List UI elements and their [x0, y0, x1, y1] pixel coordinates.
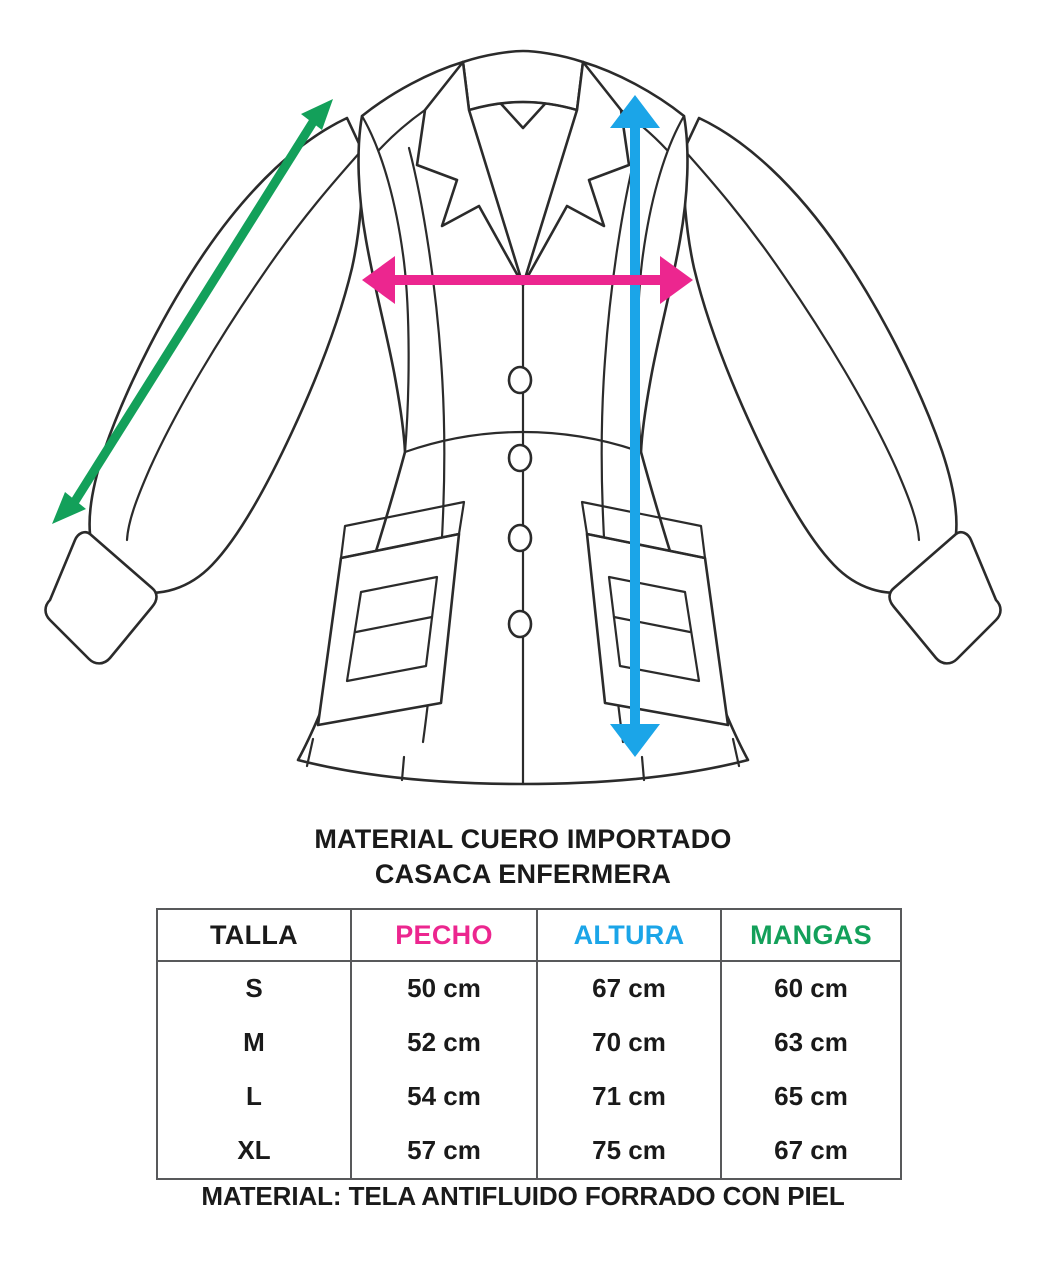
button-group: [507, 365, 533, 639]
cell-mangas: 63 cm: [720, 1015, 902, 1069]
heading-line-1: MATERIAL CUERO IMPORTADO: [314, 824, 732, 854]
size-table-container: TALLA PECHO ALTURA MANGAS S 50 cm 67 cm …: [156, 908, 902, 1180]
table-row: S 50 cm 67 cm 60 cm: [156, 961, 902, 1015]
button-2: [507, 443, 533, 473]
table-row: XL 57 cm 75 cm 67 cm: [156, 1123, 902, 1180]
size-table: TALLA PECHO ALTURA MANGAS S 50 cm 67 cm …: [156, 908, 902, 1180]
column-header-pecho: PECHO: [350, 908, 538, 962]
heading-line-2: CASACA ENFERMERA: [374, 858, 672, 889]
cell-pecho: 54 cm: [350, 1069, 538, 1123]
collar: [461, 49, 585, 112]
cell-mangas: 65 cm: [720, 1069, 902, 1123]
cell-pecho: 52 cm: [350, 1015, 538, 1069]
cell-mangas: 67 cm: [720, 1123, 902, 1180]
button-4: [507, 609, 533, 639]
cell-talla: XL: [156, 1123, 352, 1180]
material-note-text: MATERIAL: TELA ANTIFLUIDO FORRADO CON PI…: [201, 1181, 845, 1211]
cell-altura: 71 cm: [536, 1069, 722, 1123]
cell-talla: S: [156, 961, 352, 1015]
chest-measure-arrow: [362, 256, 693, 304]
cell-talla: L: [156, 1069, 352, 1123]
garment-sketch-svg: .ln { fill:none; stroke:#2b2b2b; stroke-…: [44, 49, 1002, 786]
cell-mangas: 60 cm: [720, 961, 902, 1015]
notched-lapel-left: [377, 60, 525, 287]
table-row: M 52 cm 70 cm 63 cm: [156, 1015, 902, 1069]
peplum-hem: [305, 737, 741, 782]
sleeve-right: [682, 116, 958, 594]
size-table-body: S 50 cm 67 cm 60 cm M 52 cm 70 cm 63 cm …: [156, 961, 902, 1180]
column-header-altura: ALTURA: [536, 908, 722, 962]
cell-altura: 75 cm: [536, 1123, 722, 1180]
column-header-talla: TALLA: [156, 908, 352, 962]
chart-heading: MATERIAL CUERO IMPORTADO CASACA ENFERMER…: [0, 822, 1046, 891]
button-1: [507, 365, 533, 395]
sleeve-measure-arrow: [52, 99, 333, 524]
cuff-right: [888, 530, 1002, 665]
table-header-row: TALLA PECHO ALTURA MANGAS: [156, 908, 902, 962]
column-header-mangas: MANGAS: [720, 908, 902, 962]
size-table-head: TALLA PECHO ALTURA MANGAS: [156, 908, 902, 962]
cell-pecho: 50 cm: [350, 961, 538, 1015]
height-measure-arrow: [610, 95, 660, 757]
material-note: MATERIAL: TELA ANTIFLUIDO FORRADO CON PI…: [0, 1181, 1046, 1212]
button-3: [507, 523, 533, 553]
patch-pocket-left: [316, 500, 466, 727]
cell-talla: M: [156, 1015, 352, 1069]
cell-altura: 67 cm: [536, 961, 722, 1015]
cell-altura: 70 cm: [536, 1015, 722, 1069]
sleeve-left: [88, 116, 364, 594]
cell-pecho: 57 cm: [350, 1123, 538, 1180]
table-row: L 54 cm 71 cm 65 cm: [156, 1069, 902, 1123]
cuff-left: [44, 530, 158, 665]
waist-seam: [403, 430, 643, 454]
garment-illustration: .ln { fill:none; stroke:#2b2b2b; stroke-…: [44, 49, 1002, 786]
